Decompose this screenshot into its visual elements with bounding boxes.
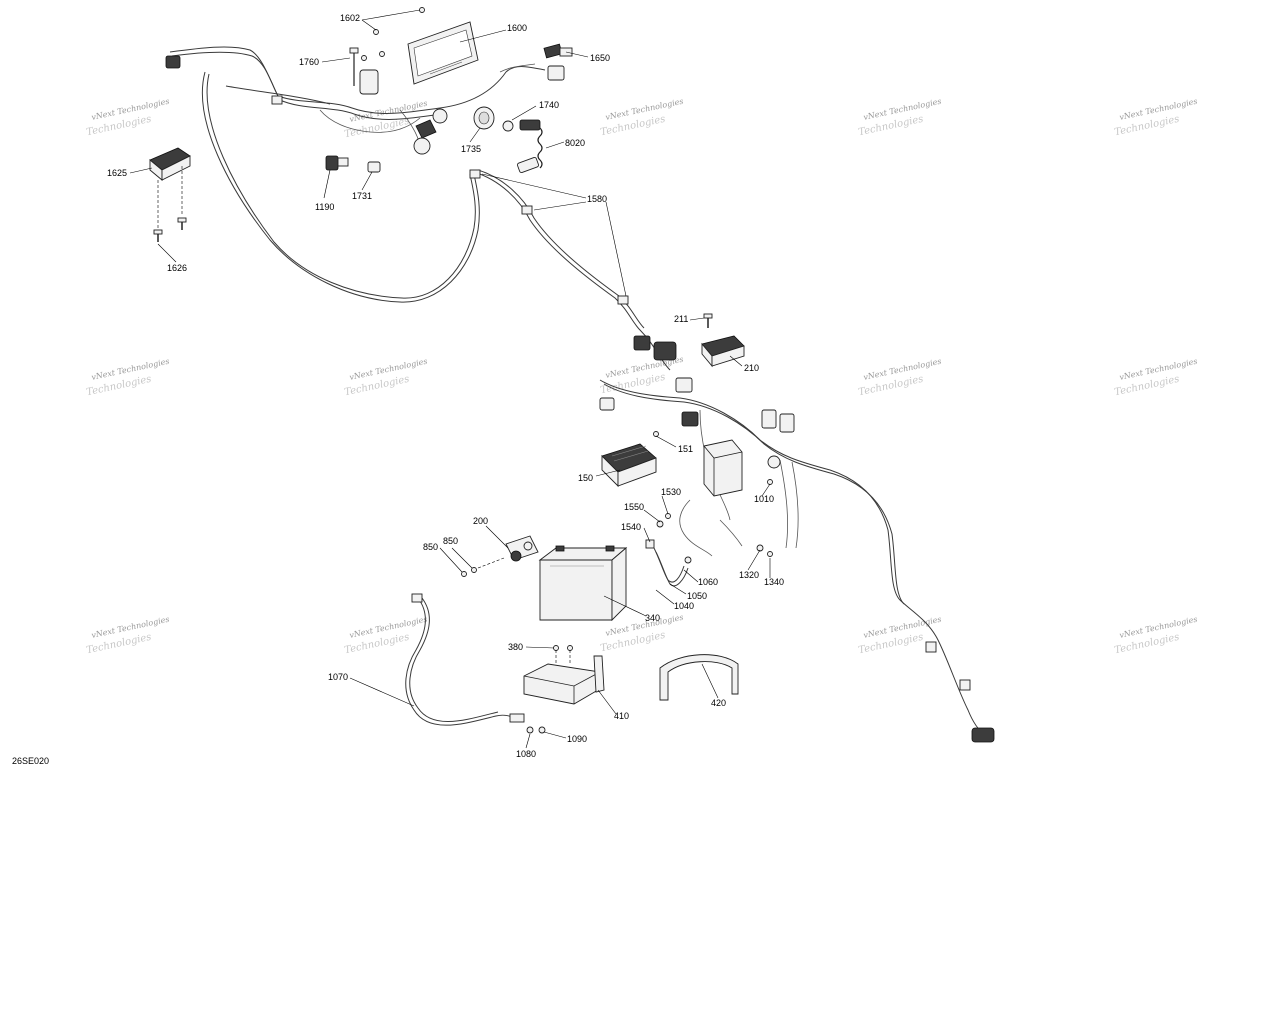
module-1625	[149, 147, 191, 230]
connector-1740	[502, 119, 541, 132]
screws-380	[553, 645, 573, 664]
callout-label: 1010	[754, 494, 774, 504]
callout-label: 1090	[567, 734, 587, 744]
connector-1650	[499, 43, 573, 81]
leader-lines	[129, 9, 771, 749]
callout-label: 1625	[107, 168, 127, 178]
callout-label: 420	[711, 698, 726, 708]
callout-label: 1320	[739, 570, 759, 580]
watermark: Technologies vNext Technologies	[85, 97, 170, 139]
callout-label: 1340	[764, 577, 784, 587]
callout-label: 1070	[328, 672, 348, 682]
callout-label: 1050	[687, 591, 707, 601]
watermark: Technologies vNext Technologies	[857, 97, 942, 139]
module-210	[701, 335, 745, 368]
callout-label: 1740	[539, 100, 559, 110]
watermark: Technologies vNext Technologies	[343, 357, 428, 399]
screw-1010	[767, 479, 773, 485]
callout-label: 1760	[299, 57, 319, 67]
display-cluster	[407, 21, 479, 85]
callout-label: 1080	[516, 749, 536, 759]
positive-cable-1070	[405, 593, 525, 726]
upper-harness-connectors	[165, 55, 283, 105]
watermark: Technologies vNext Technologies	[857, 357, 942, 399]
callout-label: 340	[645, 613, 660, 623]
callout-label: 1650	[590, 53, 610, 63]
callout-label: 1540	[621, 522, 641, 532]
callout-label: 151	[678, 444, 693, 454]
fasteners-1320-1340	[756, 544, 773, 557]
harness-end-connectors	[925, 641, 995, 743]
screw-151	[653, 431, 659, 437]
callout-label: 850	[443, 536, 458, 546]
battery-tray-410	[523, 655, 605, 705]
callout-label: 1626	[167, 263, 187, 273]
callout-label: 1550	[624, 502, 644, 512]
callout-label: 1602	[340, 13, 360, 23]
screws-1626	[153, 217, 187, 242]
callout-label: 1530	[661, 487, 681, 497]
voltage-regulator-150	[601, 443, 657, 488]
battery-340	[538, 545, 628, 622]
callout-label: 150	[578, 473, 593, 483]
callout-label: 1040	[674, 601, 694, 611]
callout-label: 1580	[587, 194, 607, 204]
watermark: Technologies vNext Technologies	[599, 355, 684, 397]
callout-label: 200	[473, 516, 488, 526]
callout-label: 1190	[315, 202, 334, 212]
watermark: Technologies vNext Technologies	[343, 615, 428, 657]
callout-label: 410	[614, 711, 629, 721]
watermark: Technologies vNext Technologies	[85, 357, 170, 399]
harness-connectors	[633, 335, 677, 361]
watermark: Technologies vNext Technologies	[1113, 615, 1198, 657]
upper-wiring-harness	[169, 46, 546, 303]
callout-label: 210	[744, 363, 759, 373]
callout-label: 380	[508, 642, 523, 652]
screw-211	[703, 313, 713, 328]
callout-label: 1060	[698, 577, 718, 587]
bolts-1530-1550	[645, 513, 671, 549]
watermark: Technologies vNext Technologies	[1113, 97, 1198, 139]
starter-solenoid-200	[505, 535, 539, 562]
battery-strap-420	[659, 654, 739, 701]
nuts-1080-1090	[526, 726, 546, 734]
watermark: Technologies vNext Technologies	[599, 97, 684, 139]
switch-1735	[473, 106, 495, 130]
watermark: Technologies vNext Technologies	[1113, 357, 1198, 399]
coiled-cord-8020	[517, 127, 543, 174]
callout-label: 1600	[507, 23, 527, 33]
nuts-850	[461, 557, 505, 577]
diagram-code: 26SE020	[12, 756, 49, 766]
callout-label: 211	[674, 314, 688, 324]
callout-label: 1735	[461, 144, 481, 154]
watermark: Technologies vNext Technologies	[85, 615, 170, 657]
fuse-box	[703, 439, 743, 497]
callout-label: 850	[423, 542, 438, 552]
connector-1190	[325, 155, 349, 171]
callout-labels: 1602 1600 1650 1760 1740 1735 8020 1625 …	[107, 13, 784, 759]
watermarks: Technologies vNext Technologies Technolo…	[85, 97, 1198, 657]
callout-label: 8020	[565, 138, 585, 148]
mid-connectors	[599, 377, 795, 469]
clips-1580	[469, 169, 629, 305]
callout-label: 1731	[352, 191, 372, 201]
bolt-1760	[349, 47, 448, 155]
connector-1731	[367, 161, 381, 173]
ground-cable-1040	[653, 547, 692, 587]
